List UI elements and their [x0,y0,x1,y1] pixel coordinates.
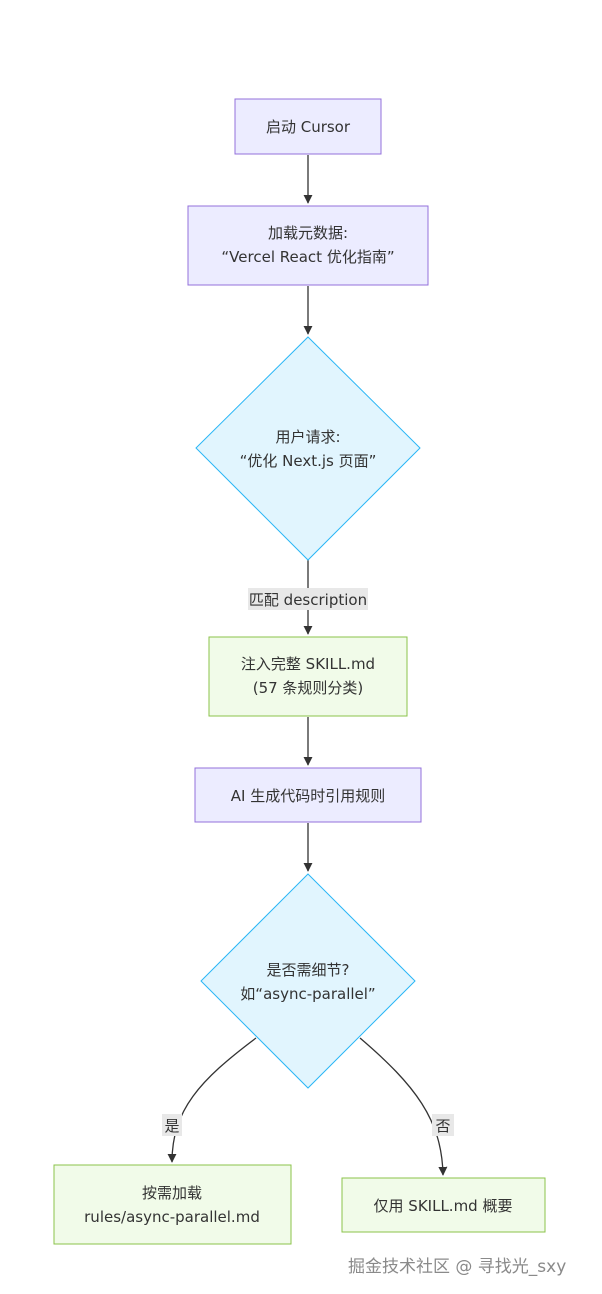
node-load-rules-line1: 按需加载 [142,1184,202,1202]
edge-decision-no [359,1037,448,1176]
node-inject-skill-line2: (57 条规则分类) [253,679,364,697]
node-inject-skill-line1: 注入完整 SKILL.md [241,655,375,673]
node-need-detail-line2: 如“async-parallel” [240,985,375,1003]
node-summary-only-label: 仅用 SKILL.md 概要 [374,1197,513,1215]
node-need-detail-decision: 是否需细节? 如“async-parallel” [200,873,416,1089]
node-load-metadata-line2: “Vercel React 优化指南” [221,248,394,266]
node-load-metadata: 加载元数据: “Vercel React 优化指南” [187,205,429,286]
node-inject-skill: 注入完整 SKILL.md (57 条规则分类) [208,636,408,717]
edge-label-yes: 是 [162,1114,182,1136]
node-load-rules-line2: rules/async-parallel.md [84,1208,260,1226]
edge-decision-yes [167,1037,257,1163]
node-user-request-line1: 用户请求: [275,428,340,446]
node-start-cursor: 启动 Cursor [234,98,382,155]
node-summary-only: 仅用 SKILL.md 概要 [341,1177,546,1233]
edges [167,155,448,1176]
node-ai-generate-label: AI 生成代码时引用规则 [231,787,385,805]
node-ai-generate: AI 生成代码时引用规则 [194,767,422,823]
node-start-cursor-label: 启动 Cursor [266,118,351,136]
edge-label-match-text: 匹配 description [249,591,367,609]
edge-label-match: 匹配 description [248,588,368,610]
node-need-detail-line1: 是否需细节? [267,961,350,979]
edge-label-no-text: 否 [435,1117,450,1135]
node-load-metadata-line1: 加载元数据: [268,224,348,242]
node-load-rules: 按需加载 rules/async-parallel.md [53,1164,292,1245]
edge-label-yes-text: 是 [164,1117,179,1135]
node-user-request-line2: “优化 Next.js 页面” [240,452,377,470]
edge-label-no: 否 [432,1114,454,1136]
watermark: 掘金技术社区 @ 寻找光_sxy [348,1257,567,1277]
node-user-request-decision: 用户请求: “优化 Next.js 页面” [195,336,421,561]
